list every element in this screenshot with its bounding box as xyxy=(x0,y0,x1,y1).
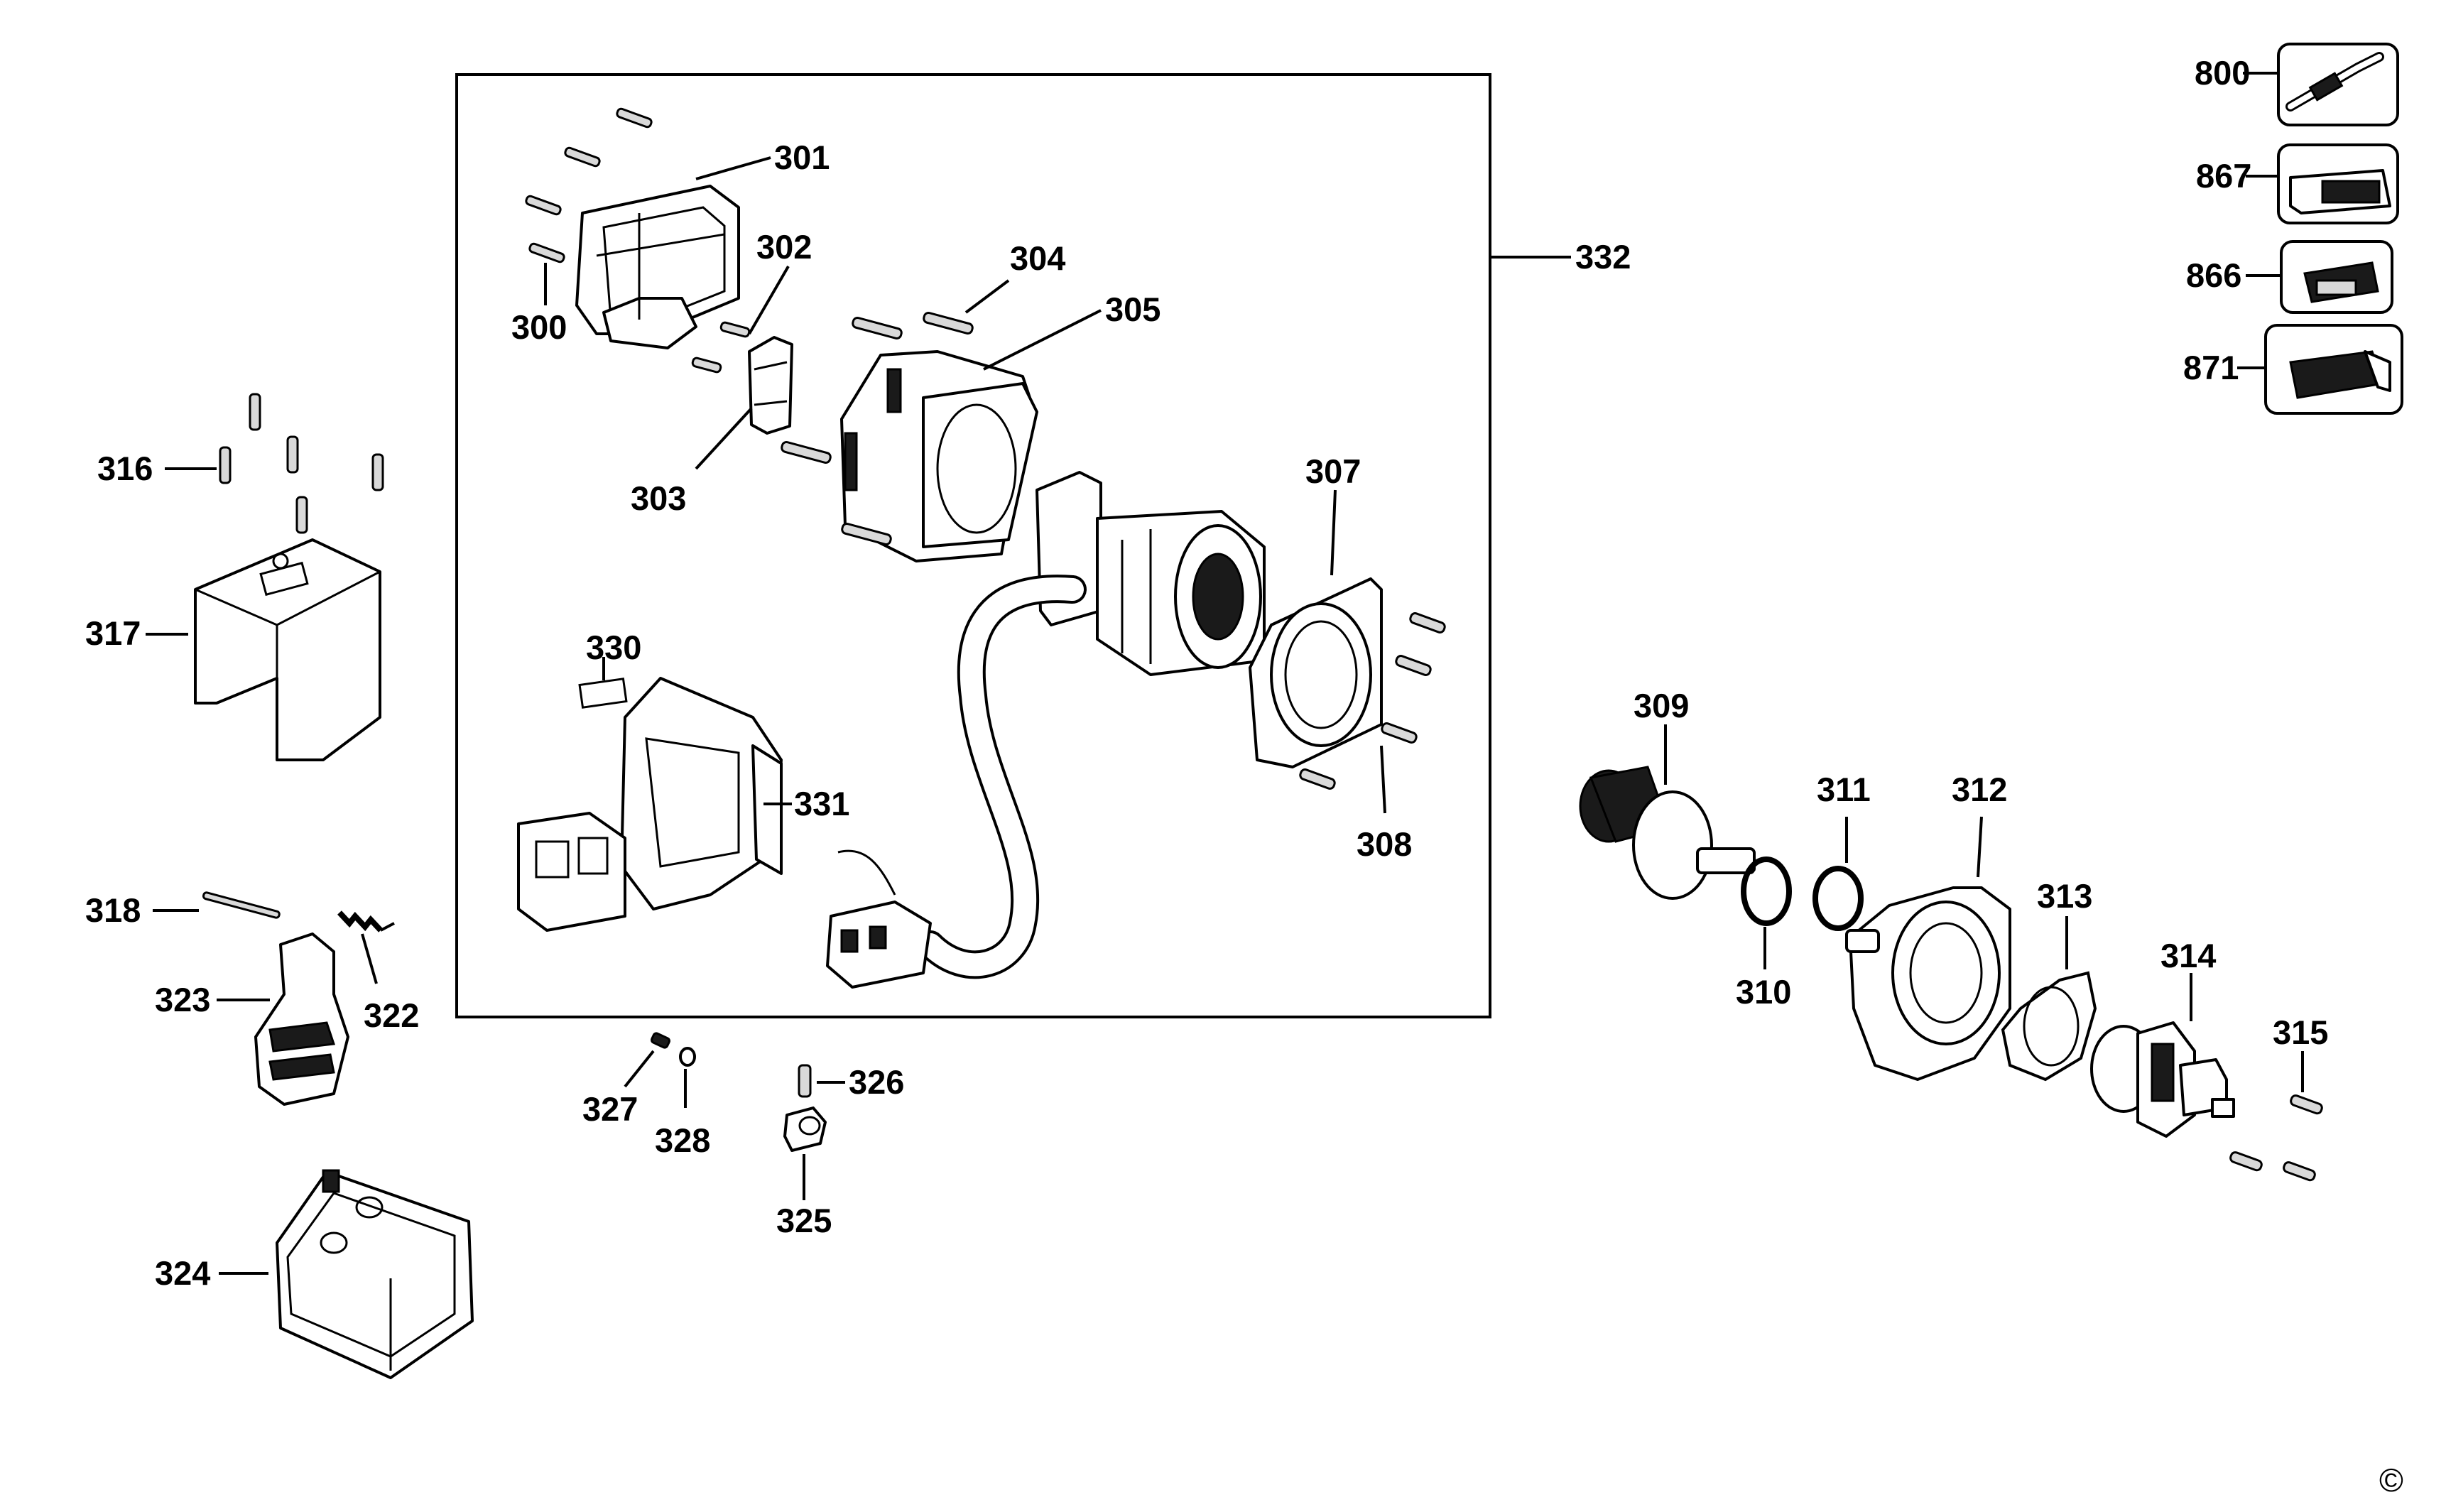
part-312-gear-case xyxy=(1845,886,2011,1081)
callout-800: 800 xyxy=(2195,54,2250,92)
callout-330: 330 xyxy=(586,629,641,666)
callout-328: 328 xyxy=(655,1121,710,1159)
callout-309: 309 xyxy=(1634,687,1689,724)
callout-311: 311 xyxy=(1817,771,1871,808)
callout-331: 331 xyxy=(794,785,849,822)
callout-305: 305 xyxy=(1105,290,1161,328)
part-307-end-bracket xyxy=(1249,577,1383,768)
part-330-label xyxy=(578,678,628,709)
motor-assembly-group-box xyxy=(455,73,1491,1018)
callout-303: 303 xyxy=(631,479,686,517)
callout-316: 316 xyxy=(97,450,153,487)
part-317-rear-cover xyxy=(194,538,381,761)
callout-324: 324 xyxy=(155,1254,210,1292)
callout-871: 871 xyxy=(2183,349,2239,386)
callout-300: 300 xyxy=(511,308,567,346)
part-322-spring xyxy=(337,910,395,932)
part-316-screw xyxy=(249,393,261,431)
callout-313: 313 xyxy=(2037,877,2092,915)
part-331-switch-bracket xyxy=(517,677,783,932)
part-303-switch-block xyxy=(748,336,793,435)
callout-866: 866 xyxy=(2186,256,2241,294)
callout-308: 308 xyxy=(1357,825,1412,863)
callout-322: 322 xyxy=(364,996,419,1034)
part-301-housing-cover xyxy=(575,185,740,349)
callout-323: 323 xyxy=(155,981,210,1018)
part-313-gasket xyxy=(2001,971,2097,1082)
callout-332: 332 xyxy=(1575,238,1631,276)
copyright-symbol: © xyxy=(2379,1462,2403,1499)
part-323-trigger xyxy=(254,932,349,1106)
part-327-set-screw xyxy=(650,1032,671,1049)
callout-310: 310 xyxy=(1736,973,1791,1011)
callout-304: 304 xyxy=(1010,239,1065,277)
callout-312: 312 xyxy=(1952,771,2007,808)
part-324-battery-base xyxy=(276,1169,474,1379)
callout-318: 318 xyxy=(85,891,141,929)
callout-307: 307 xyxy=(1305,452,1361,490)
callout-867: 867 xyxy=(2196,157,2251,195)
part-wire-connector xyxy=(826,849,932,989)
accessory-866-battery-pack xyxy=(2303,261,2379,303)
callout-315: 315 xyxy=(2273,1013,2328,1051)
callout-301: 301 xyxy=(774,138,830,176)
part-stator xyxy=(1036,471,1266,676)
part-326-screw xyxy=(798,1064,812,1098)
callout-326: 326 xyxy=(849,1063,904,1101)
callout-314: 314 xyxy=(2160,937,2216,974)
part-300-screws xyxy=(525,107,653,263)
accessory-867-charger-tray xyxy=(2289,169,2391,214)
accessory-871-battery-charger xyxy=(2289,350,2391,399)
part-315-screw xyxy=(2290,1094,2323,1115)
part-325-clip xyxy=(783,1106,827,1152)
callout-325: 325 xyxy=(776,1202,832,1239)
part-305-motor-housing xyxy=(840,350,1038,562)
part-328-ball xyxy=(679,1047,696,1067)
callout-317: 317 xyxy=(85,614,141,652)
part-309-armature xyxy=(1579,766,1756,900)
part-311-o-ring xyxy=(1812,866,1864,931)
part-314-anvil-gear xyxy=(2090,1021,2235,1138)
part-310-o-ring xyxy=(1741,856,1792,926)
accessory-800-hose xyxy=(2285,52,2384,112)
callout-327: 327 xyxy=(582,1090,638,1128)
part-318-pin xyxy=(202,891,281,919)
callout-302: 302 xyxy=(756,228,812,266)
